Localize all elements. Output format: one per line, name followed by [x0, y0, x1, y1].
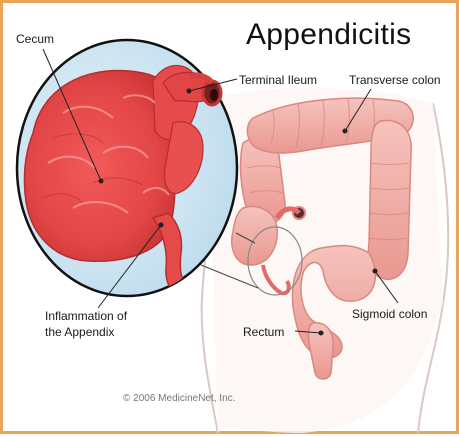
label-transverse-colon: Transverse colon — [349, 73, 441, 87]
label-terminal-ileum: Terminal Ileum — [239, 73, 317, 87]
label-cecum: Cecum — [16, 32, 54, 46]
diagram-title: Appendicitis — [246, 17, 411, 53]
copyright-notice: © 2006 MedicineNet, Inc. — [123, 393, 235, 404]
label-rectum: Rectum — [243, 325, 284, 339]
anatomy-illustration — [3, 3, 459, 437]
label-inflammation-line2: the Appendix — [45, 325, 114, 339]
label-sigmoid-colon: Sigmoid colon — [352, 307, 427, 321]
label-inflammation-line1: Inflammation of — [45, 309, 127, 323]
